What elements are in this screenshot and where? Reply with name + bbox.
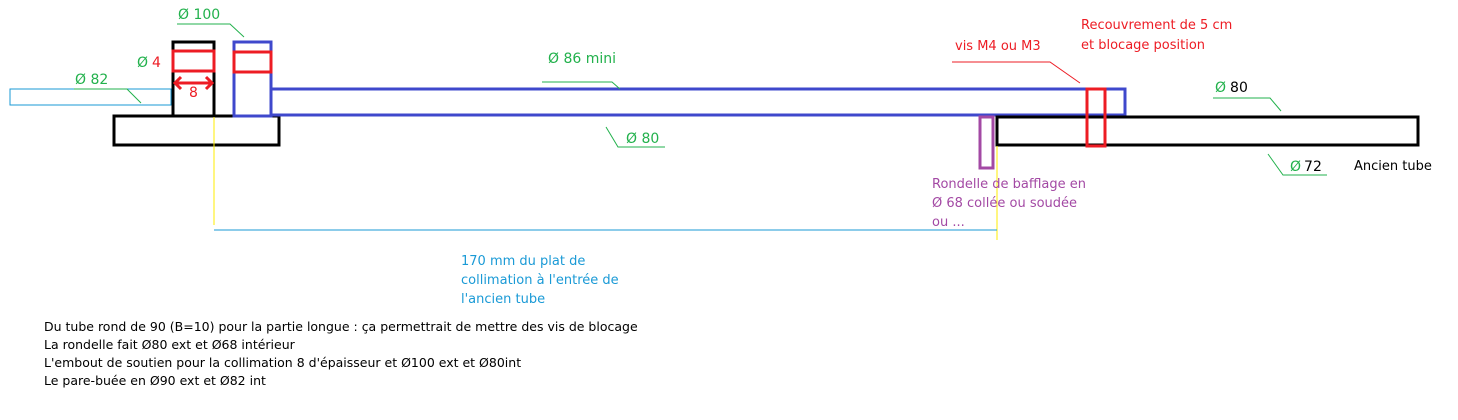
label-d86-mini: Ø 86 mini [548,51,616,67]
label-d80-inner: Ø 80 [626,131,659,147]
dew-shield [9,88,172,106]
screw-hole-collar [171,49,216,73]
label-recouvrement-1: Recouvrement de 5 cm [1081,18,1232,33]
label-width-8: 8 [189,85,198,101]
note-line: Du tube rond de 90 (B=10) pour la partie… [44,319,638,334]
screw-hole-ring [232,50,273,74]
label-distance-3: l'ancien tube [461,292,545,307]
label-distance-1: 170 mm du plat de [461,254,585,269]
label-rondelle-1: Rondelle de bafflage en [932,177,1086,192]
note-line: L'embout de soutien pour la collimation … [44,355,521,370]
note-line: La rondelle fait Ø80 ext et Ø68 intérieu… [44,337,296,352]
label-d100: Ø 100 [178,7,220,23]
old-tube [995,115,1420,147]
long-tube [269,87,1127,117]
screw-leader [952,61,1081,84]
overlap-screw [1085,87,1107,148]
support-collar [171,40,216,118]
support-ring [232,40,273,118]
dimension-leaders [74,23,1327,176]
label-vis: vis M4 ou M3 [955,39,1041,54]
label-rondelle-2: Ø 68 collée ou soudée [932,196,1077,211]
label-recouvrement-2: et blocage position [1081,38,1205,53]
label-d82: Ø 82 [75,72,108,88]
label-rondelle-3: ou ... [932,215,965,230]
label-ancien-tube: Ancien tube [1354,159,1432,174]
width-arrow [172,75,215,91]
baffle-washer [978,115,995,170]
label-distance-2: collimation à l'entrée de [461,273,619,288]
note-line: Le pare-buée en Ø90 ext et Ø82 int [44,373,266,388]
collimation-base [112,114,281,147]
